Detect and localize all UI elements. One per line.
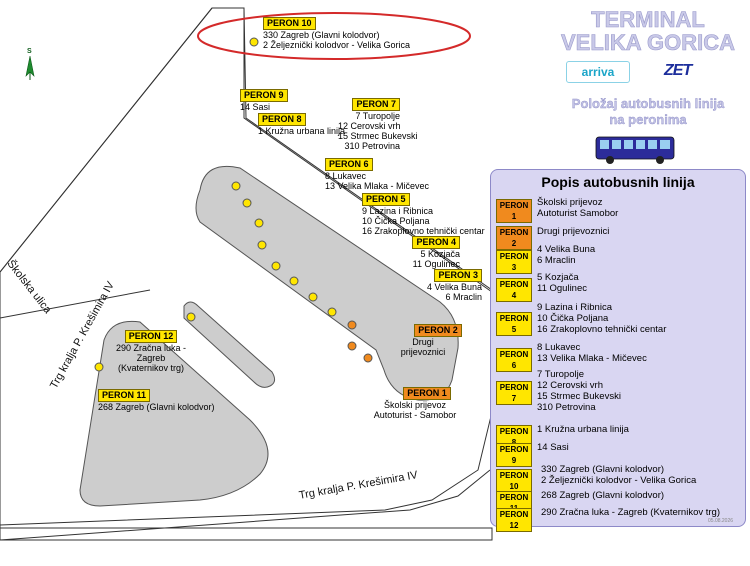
line-list-panel: Popis autobusnih linija PERON 1 Školski …: [490, 169, 746, 532]
stop-peron2[interactable]: [347, 320, 357, 330]
road-edge: [0, 469, 491, 541]
stop-peron7b[interactable]: [257, 240, 267, 250]
line-list-title: Popis autobusnih linija: [541, 174, 695, 190]
peron-tag: PERON 1: [403, 387, 451, 400]
peron-tag: PERON 9: [240, 89, 288, 102]
stop-peron5[interactable]: [289, 276, 299, 286]
map-peron6[interactable]: PERON 6 8 Lukavec 13 Velika Mlaka - Miče…: [325, 158, 430, 191]
list-date: 05.08.2026: [708, 518, 734, 524]
compass-label: S: [27, 48, 32, 55]
compass-icon: [25, 55, 35, 80]
map-peron9[interactable]: PERON 9 14 Sasi: [240, 89, 288, 112]
peron-tag: PERON 5: [362, 193, 410, 206]
map-peron7[interactable]: PERON 7 7 Turopolje 12 Cerovski vrh 15 S…: [338, 98, 418, 151]
stop-peron10[interactable]: [249, 37, 259, 47]
peron-tag: PERON 3: [434, 269, 482, 282]
subtitle-line2: na peronima: [609, 112, 687, 127]
stop-peron9[interactable]: [231, 181, 241, 191]
peron-tag: PERON 5: [496, 312, 532, 336]
terminal-title-line2: VELIKA GORICA: [561, 30, 736, 55]
map-peron2[interactable]: PERON 2 Drugi prijevoznici: [376, 324, 470, 357]
peron-tag: PERON 7: [352, 98, 400, 111]
peron-tag: PERON 4: [496, 278, 532, 302]
stop-peron3[interactable]: [327, 307, 337, 317]
arriva-logo: arriva: [566, 61, 630, 83]
peron-tag: PERON 6: [325, 158, 373, 171]
peron10-highlight: [197, 12, 471, 60]
map-peron5[interactable]: PERON 5 9 Lazina i Ribnica 10 Čička Polj…: [362, 193, 485, 236]
peron-tag: PERON 11: [98, 389, 151, 402]
bus-icon: [595, 136, 675, 164]
peron-tag: PERON 2: [414, 324, 462, 337]
peron-tag: PERON 4: [412, 236, 460, 249]
stop-peron12[interactable]: [186, 312, 196, 322]
subtitle-line1: Položaj autobusnih linija: [571, 96, 725, 111]
stop-peron6[interactable]: [271, 261, 281, 271]
map-peron3[interactable]: PERON 3 4 Velika Buna 6 Mraclin: [426, 269, 482, 302]
peron-tag: PERON 8: [258, 113, 306, 126]
map-peron10[interactable]: PERON 10 330 Zagreb (Glavni kolodvor) 2 …: [263, 17, 411, 50]
road-edge: [243, 8, 493, 293]
map-peron12[interactable]: PERON 12 290 Zračna luka - Zagreb (Kvate…: [115, 330, 187, 373]
peron-tag: PERON 12: [496, 508, 532, 532]
map-peron1[interactable]: PERON 1 Školski prijevoz Autoturist - Sa…: [373, 387, 457, 420]
peron-tag: PERON 12: [124, 330, 178, 343]
stop-peron2b[interactable]: [347, 341, 357, 351]
peron-tag: PERON 3: [496, 250, 532, 274]
map-peron8[interactable]: PERON 8 1 Kružna urbana linija: [258, 113, 346, 136]
peron-tag: PERON 6: [496, 348, 532, 372]
peron-tag: PERON 7: [496, 381, 532, 405]
terminal-title-line1: TERMINAL: [591, 7, 705, 32]
stop-peron4[interactable]: [308, 292, 318, 302]
divider-island: [183, 301, 276, 388]
peron-tag: PERON 1: [496, 199, 532, 223]
stop-peron7[interactable]: [254, 218, 264, 228]
stop-peron1[interactable]: [363, 353, 373, 363]
peron-tag: PERON 2: [496, 226, 532, 250]
stop-peron11[interactable]: [94, 362, 104, 372]
stop-peron8[interactable]: [242, 198, 252, 208]
peron-tag: PERON 10: [263, 17, 316, 30]
map-peron11[interactable]: PERON 11 268 Zagreb (Glavni kolodvor): [98, 389, 215, 412]
southwest-island: [79, 320, 269, 507]
peron-tag: PERON 10: [496, 469, 532, 493]
peron-tag: PERON 9: [496, 443, 532, 467]
road-edge: [0, 289, 151, 319]
map-peron4[interactable]: PERON 4 5 Kozjača 11 Ogulinec: [412, 236, 460, 269]
zet-logo: ZET: [664, 62, 692, 79]
road-edge: [0, 7, 213, 273]
